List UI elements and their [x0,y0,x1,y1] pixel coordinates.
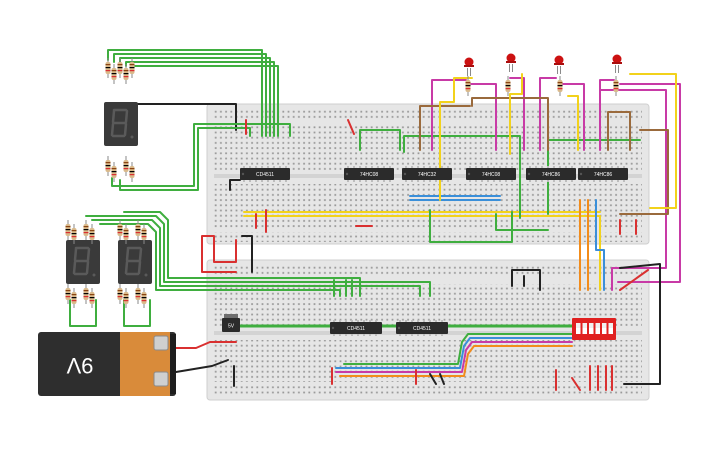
dip-switch-lever [602,323,607,328]
chip-label: 74HC32 [418,172,437,178]
resistor [83,284,89,304]
seven-segment-display [104,102,138,146]
resistor [89,224,95,244]
resistor [141,288,147,308]
dip-switch-toggle[interactable] [608,323,614,334]
resistors [65,58,619,308]
red-led [464,57,474,76]
dip-switch-lever [576,323,581,328]
ic-chip[interactable]: CD4511 [330,320,382,336]
resistor [65,284,71,304]
resistor [129,162,135,182]
chip-label: CD4511 [413,326,431,332]
resistor [123,288,129,308]
resistor [111,64,117,84]
ic-chip[interactable]: 74HC08 [466,166,516,182]
battery-9v[interactable]: 9V [38,332,176,396]
ic-chip[interactable]: 74HC08 [344,166,394,182]
resistor [135,284,141,304]
resistor [117,284,123,304]
chip-label: CD4511 [256,172,274,178]
resistor [71,288,77,308]
resistor [135,220,141,240]
chip-label: 74HC86 [594,172,613,178]
dip-switch-toggle[interactable] [602,323,607,334]
red-led [554,55,564,74]
resistor [141,224,147,244]
chip-label: 74HC08 [482,172,501,178]
ic-chip[interactable]: CD4511 [396,320,448,336]
dip-switch-toggle[interactable] [595,323,601,334]
leds [464,53,622,76]
resistor [105,156,111,176]
seven-segment-displays [66,102,152,284]
resistor [123,224,129,244]
seven-segment-display [118,240,152,284]
ic-chip[interactable]: 74HC32 [402,166,452,182]
dip-switch-lever [589,323,594,328]
resistor [83,220,89,240]
resistor [71,224,77,244]
resistor [111,162,117,182]
resistor [557,76,563,96]
ic-chip[interactable]: 74HC86 [526,166,576,182]
resistor [613,76,619,96]
resistor [117,220,123,240]
red-led [612,54,622,73]
chip-label: 74HC86 [542,172,561,178]
resistor [465,76,471,96]
resistor [123,64,129,84]
resistor [65,220,71,240]
wires [69,49,681,391]
resistor [129,58,135,78]
ic-chip[interactable]: CD4511 [240,166,290,182]
regulator-label: 5V [228,323,235,329]
chip-label: 74HC08 [360,172,379,178]
dip-switch-lever [595,323,600,328]
seven-segment-display [66,240,100,284]
resistor [105,58,111,78]
dip-switch[interactable] [572,318,616,340]
resistor [505,76,511,96]
voltage-regulator[interactable]: 5V [222,314,240,332]
resistor [117,58,123,78]
resistor [89,288,95,308]
battery-label: 9V [66,353,93,378]
dip-switch-lever [608,323,613,328]
red-led [506,53,516,72]
dip-switch-toggle[interactable] [589,323,594,334]
resistor [123,156,129,176]
top-chips: CD4511 74HC08 74HC32 74HC08 74HC86 74HC86 [240,166,628,182]
dip-switch-toggle[interactable] [582,323,588,334]
ic-chip[interactable]: 74HC86 [578,166,628,182]
chip-label: CD4511 [347,326,365,332]
dip-switch-lever [582,323,587,328]
bottom-chips: CD4511 CD4511 [330,320,448,336]
dip-switch-toggle[interactable] [576,323,581,334]
